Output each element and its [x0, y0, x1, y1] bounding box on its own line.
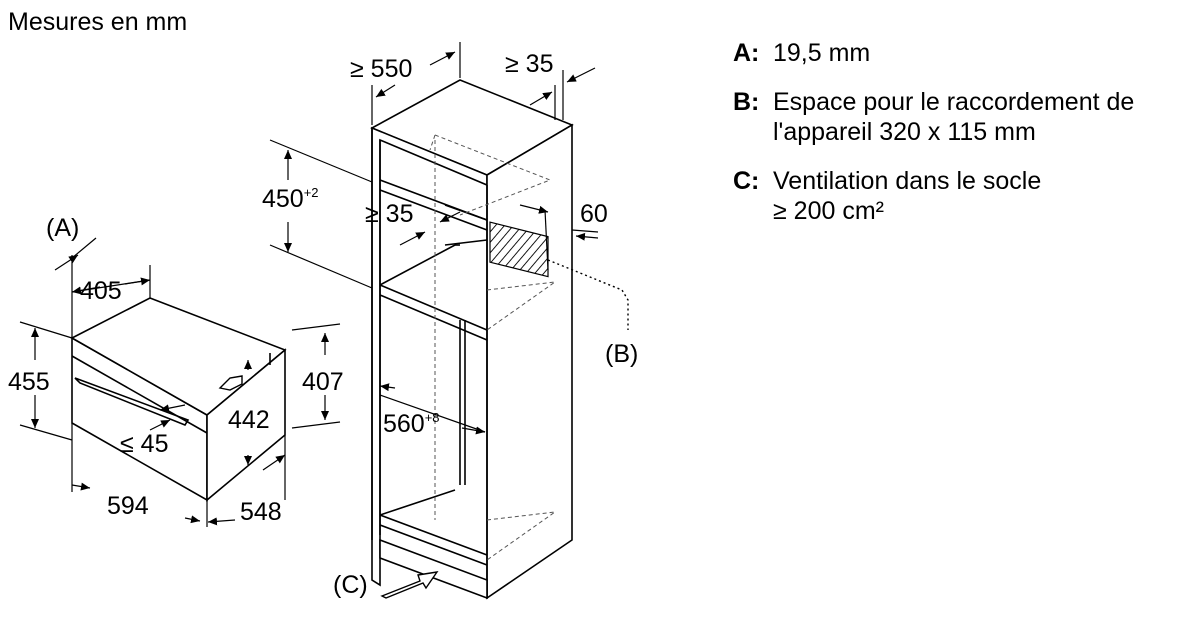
cabinet-right-side [486, 123, 573, 600]
oven-top-depth-label: 405 [80, 277, 122, 305]
oven-handle [74, 377, 190, 426]
oven-dimensions [19, 237, 341, 527]
oven-width-label: 594 [107, 492, 149, 520]
oven-side-height-label: 407 [302, 368, 344, 396]
oven-body-height-label: 442 [228, 406, 270, 434]
marker-b-text: (B) [605, 340, 638, 368]
legend-key-a: A: [733, 39, 760, 67]
cabinet-hidden-lines [429, 134, 556, 561]
legend-item-c: C: Ventilation dans le socle ≥ 200 cm² [733, 166, 1134, 226]
legend-text-a: 19,5 mm [773, 39, 871, 67]
niche-height-label: 450+2 [262, 185, 319, 213]
niche-width-tolerance: +8 [425, 410, 440, 425]
niche-width-label: 560+8 [383, 410, 440, 438]
niche-width-value: 560 [383, 410, 425, 438]
niche-height-value: 450 [262, 185, 304, 213]
oven-height-label: 455 [8, 368, 50, 396]
legend-text-c: Ventilation dans le socle ≥ 200 cm² [773, 167, 1042, 225]
cabinet-plinth [379, 538, 488, 600]
side-strip-label: 60 [580, 200, 608, 228]
legend-text-b: Espace pour le raccordement de l'apparei… [773, 88, 1135, 146]
legend-key-b: B: [733, 88, 760, 116]
oven-handle-offset-label: ≤ 45 [120, 430, 168, 458]
marker-c: (C) [333, 571, 368, 599]
connection-space-hatch [489, 221, 549, 278]
legend-item-a: A: 19,5 mm [733, 38, 1134, 68]
legend: A: 19,5 mm B: Espace pour le raccordemen… [733, 38, 1134, 245]
cabinet-rear-gap-label: ≥ 35 [505, 50, 553, 78]
cabinet-front-left [371, 126, 488, 587]
inner-gap-label: ≥ 35 [365, 200, 413, 228]
legend-key-c: C: [733, 167, 760, 195]
cabinet-dimensions [269, 42, 599, 435]
ventilation-arrow [380, 571, 439, 599]
niche-height-tolerance: +2 [304, 185, 319, 200]
oven-drawing [70, 297, 287, 502]
cabinet-depth-label: ≥ 550 [350, 55, 412, 83]
oven-depth-label: 548 [240, 498, 282, 526]
units-label: Mesures en mm [8, 8, 187, 36]
oven-marker-a: (A) [46, 214, 79, 242]
connection-space-leader [547, 259, 629, 330]
marker-b: (B) [605, 340, 638, 368]
cabinet-drawing [370, 79, 574, 600]
legend-item-b: B: Espace pour le raccordement de l'appa… [733, 87, 1134, 147]
